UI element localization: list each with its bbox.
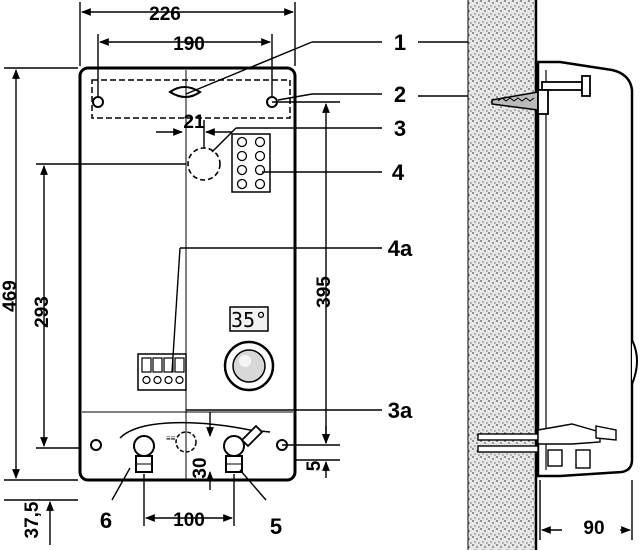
dim-395: 395 bbox=[314, 276, 335, 308]
callout-4a: 4a bbox=[388, 236, 413, 261]
strip-screw bbox=[153, 375, 162, 385]
callout-6: 6 bbox=[100, 508, 112, 533]
bracket-slot bbox=[168, 86, 202, 98]
callout-2: 2 bbox=[394, 82, 406, 107]
terminal-screw bbox=[254, 136, 266, 148]
temperature-display: 35° bbox=[229, 306, 269, 332]
dim-90: 90 bbox=[583, 518, 604, 539]
strip-terminal bbox=[174, 357, 185, 373]
terminal-screw bbox=[254, 150, 266, 162]
screw-hole-top-left bbox=[92, 96, 104, 108]
heater-side-profile bbox=[536, 60, 634, 478]
dimension-lines bbox=[4, 2, 340, 545]
cable-entry-3a bbox=[175, 431, 197, 453]
cable-entry-3 bbox=[187, 147, 221, 181]
dim-293: 293 bbox=[32, 296, 53, 328]
callout-labels: 1 2 3 4 4a 3a 6 5 bbox=[100, 30, 413, 539]
strip-screw bbox=[175, 375, 184, 385]
dim-469: 469 bbox=[0, 280, 21, 312]
dim-100: 100 bbox=[173, 510, 205, 531]
dim-5: 5 bbox=[304, 460, 325, 471]
terminal-screw bbox=[254, 164, 266, 176]
terminal-screw bbox=[236, 150, 248, 162]
hot-water-fitting bbox=[223, 424, 264, 473]
dim-190: 190 bbox=[173, 34, 205, 55]
control-knob bbox=[223, 340, 275, 392]
wall-section bbox=[468, 0, 536, 550]
small-marking: ≡≡ bbox=[166, 434, 176, 443]
terminal-screw bbox=[236, 178, 248, 190]
cold-water-fitting bbox=[133, 435, 155, 473]
water-connection-pipe bbox=[119, 421, 271, 439]
terminal-block bbox=[231, 133, 271, 193]
mounting-screw bbox=[541, 75, 591, 97]
screw-hole-bottom-left bbox=[90, 439, 102, 451]
mounting-bracket bbox=[91, 79, 291, 119]
dimension-labels: 226 190 21 469 293 395 5 30 100 37,5 90 bbox=[0, 4, 605, 539]
terminal-screw bbox=[236, 164, 248, 176]
callout-3a: 3a bbox=[388, 398, 413, 423]
dim-226: 226 bbox=[149, 4, 181, 25]
terminal-screw bbox=[236, 136, 248, 148]
dim-37-5: 37,5 bbox=[22, 501, 43, 538]
callout-3: 3 bbox=[394, 116, 406, 141]
strip-screw bbox=[164, 375, 173, 385]
strip-terminal bbox=[141, 357, 152, 373]
terminal-screw bbox=[254, 178, 266, 190]
temperature-readout: 35° bbox=[231, 308, 267, 332]
side-view bbox=[467, 0, 638, 550]
callout-4: 4 bbox=[392, 160, 405, 185]
dim-21: 21 bbox=[183, 112, 205, 133]
front-view: 35° ≡≡ bbox=[78, 66, 297, 482]
knob-profile bbox=[631, 339, 638, 385]
strip-screw bbox=[142, 375, 151, 385]
terminal-strip bbox=[137, 353, 187, 391]
wall-pipes bbox=[477, 423, 617, 469]
callout-1: 1 bbox=[394, 30, 406, 55]
callout-5: 5 bbox=[270, 514, 282, 539]
dim-30: 30 bbox=[190, 457, 211, 478]
strip-terminal bbox=[152, 357, 163, 373]
wall-dowel bbox=[491, 89, 549, 115]
